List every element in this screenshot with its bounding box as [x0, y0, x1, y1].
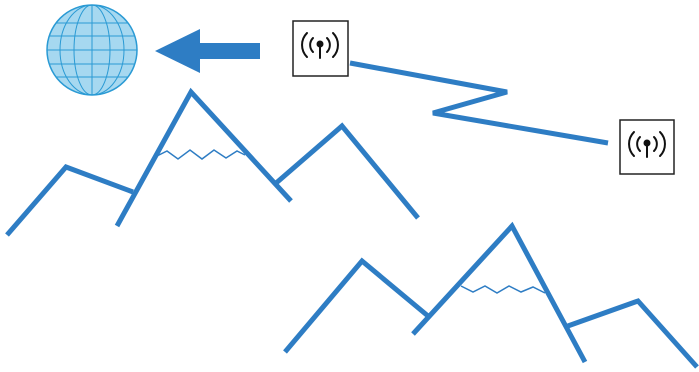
antenna-icon	[301, 32, 339, 59]
antenna-device-1	[292, 20, 349, 77]
antenna-device-2	[619, 119, 675, 175]
snow-line-2	[460, 285, 546, 294]
globe-icon	[46, 4, 138, 96]
mountain-range-2	[283, 221, 699, 369]
wireless-link	[349, 60, 609, 146]
antenna-icon	[628, 131, 666, 158]
snow-line-1	[154, 149, 246, 160]
mountain-range-1	[5, 87, 420, 237]
left-arrow-icon	[155, 29, 260, 73]
